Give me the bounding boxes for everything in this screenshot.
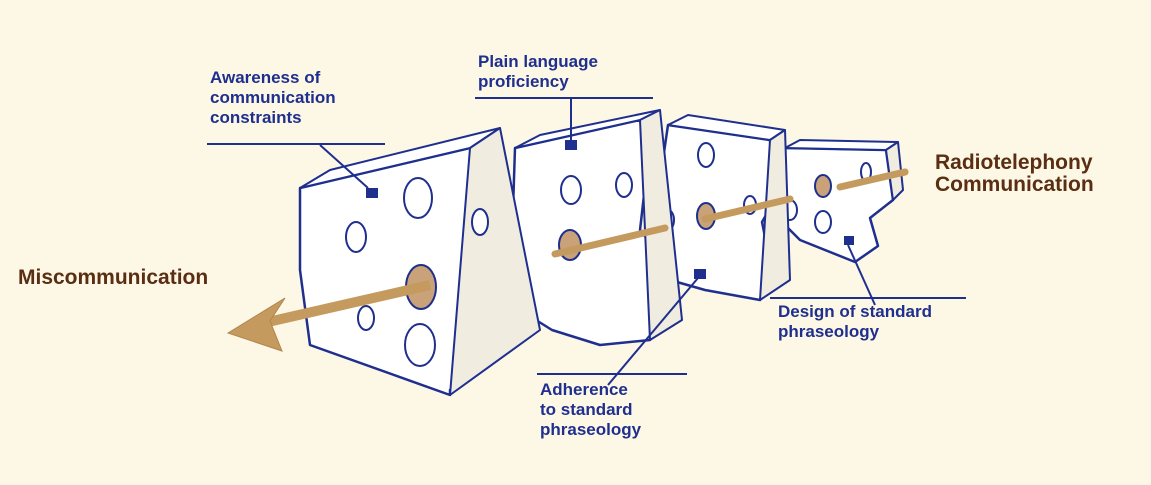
label-adherence-to-phraseology: Adherence to standard phraseology — [540, 380, 641, 440]
label-underline — [475, 97, 653, 99]
label-design-of-phraseology: Design of standard phraseology — [778, 302, 932, 342]
label-plain-language-proficiency: Plain language proficiency — [478, 52, 598, 92]
cheese-slice-4 — [778, 140, 903, 262]
label-overline — [537, 373, 687, 375]
slice-4-marker — [844, 236, 854, 245]
cheese-slice-1 — [300, 128, 540, 395]
label-radiotelephony-communication: Radiotelephony Communication — [935, 152, 1094, 196]
label-underline — [207, 143, 385, 145]
label-overline — [770, 297, 966, 299]
label-awareness-of-constraints: Awareness of communication constraints — [210, 68, 336, 128]
label-miscommunication: Miscommunication — [18, 267, 208, 289]
